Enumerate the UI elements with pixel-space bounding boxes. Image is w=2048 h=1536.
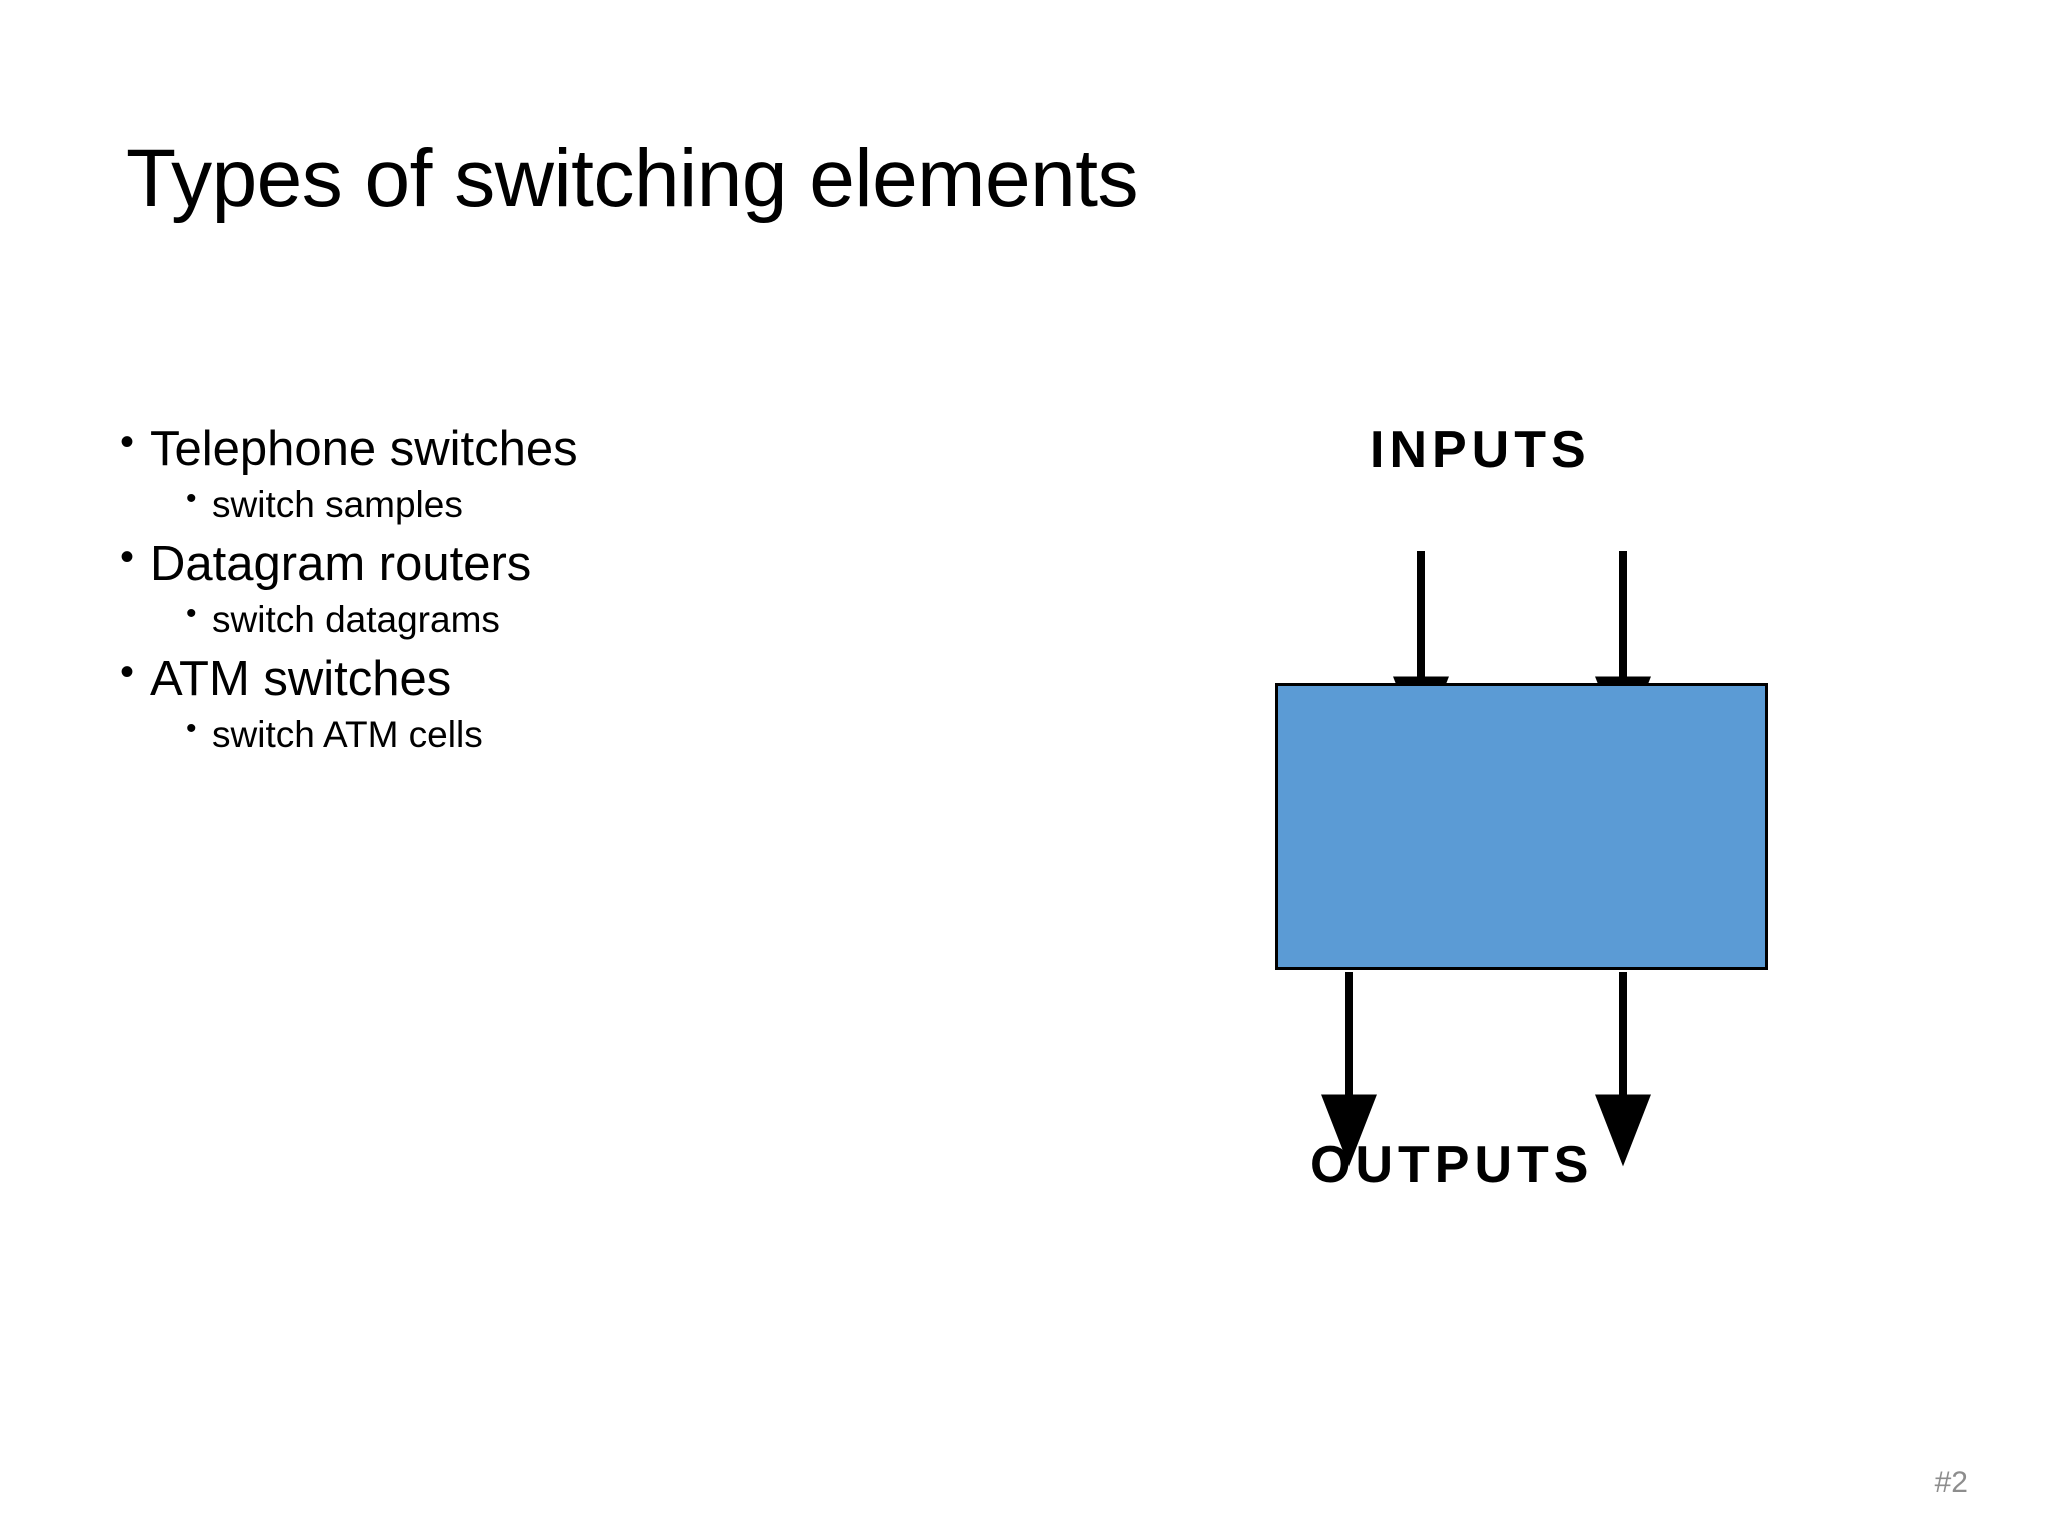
list-item-label: switch ATM cells — [212, 713, 483, 755]
list-item-label: Telephone switches — [150, 422, 578, 476]
list-item: • switch ATM cells — [120, 712, 940, 757]
bullet-marker-icon: • — [120, 534, 135, 579]
bullet-marker-icon: • — [186, 596, 197, 630]
diagram-arrows — [1321, 551, 1651, 1167]
list-item-label: Datagram routers — [150, 536, 532, 591]
bullet-list: • Telephone switches • switch samples • … — [120, 420, 940, 765]
list-item: • Telephone switches — [120, 420, 940, 480]
bullet-marker-icon: • — [120, 420, 135, 464]
bullet-marker-icon: • — [186, 711, 197, 745]
list-item: • switch samples — [120, 482, 940, 527]
list-item: • switch datagrams — [120, 597, 940, 642]
list-item-label: switch samples — [212, 483, 463, 525]
switching-element-box — [1275, 683, 1768, 970]
inputs-label: INPUTS — [1370, 421, 1591, 479]
list-item: • Datagram routers — [120, 535, 940, 595]
list-item-label: ATM switches — [150, 651, 452, 706]
switching-element-diagram: INPUTS OUTPUTS — [1210, 420, 1850, 1240]
page-title: Types of switching elements — [126, 133, 1138, 224]
bullet-marker-icon: • — [186, 481, 197, 515]
page-number: #2 — [1934, 1466, 1968, 1499]
outputs-label: OUTPUTS — [1310, 1136, 1594, 1194]
bullet-marker-icon: • — [120, 649, 135, 694]
list-item: • ATM switches — [120, 650, 940, 710]
list-item-label: switch datagrams — [212, 598, 500, 640]
